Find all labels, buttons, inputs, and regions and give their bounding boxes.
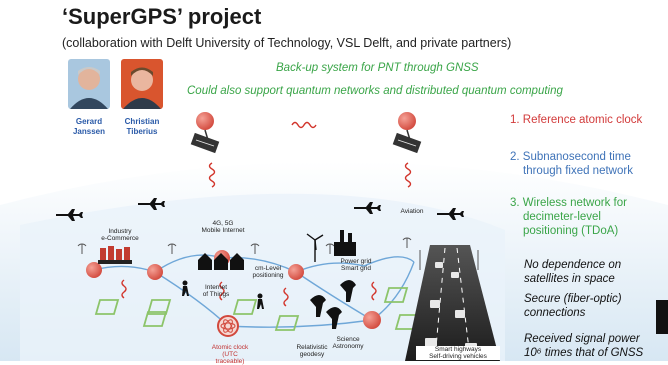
label-internet-of-things: Internet of Things xyxy=(196,284,236,298)
label-relativistic-geodesy: Relativistic geodesy xyxy=(290,344,334,358)
label-line: Industry xyxy=(108,228,132,235)
highway xyxy=(405,245,500,361)
person-name-first: Gerard xyxy=(75,117,103,126)
label-line: Smart grid xyxy=(341,265,371,272)
person-card-christian: Christian Tiberius xyxy=(121,59,163,137)
label-line: Atomic clock xyxy=(211,344,249,351)
person-name-last: Janssen xyxy=(72,127,106,136)
note-line: connections xyxy=(524,307,586,319)
feature-atomic-clock: 1. Reference atomic clock xyxy=(510,113,642,127)
label-line: of Things xyxy=(202,291,230,298)
note-line: Secure (fiber-optic) xyxy=(524,293,622,305)
tagline-quantum: Could also support quantum networks and … xyxy=(187,85,563,97)
person-card-gerard: Gerard Janssen xyxy=(68,59,110,137)
portrait-christian xyxy=(121,59,163,109)
note-signal-power: Received signal power 10⁶ times that of … xyxy=(524,332,643,360)
label-mobile-internet: 4G, 5G Mobile Internet xyxy=(196,220,250,234)
satellite-left xyxy=(190,112,220,154)
label-line: Internet xyxy=(204,284,228,291)
label-line: Relativistic xyxy=(296,344,328,351)
label-line: positioning xyxy=(252,272,284,279)
person-icons xyxy=(182,280,264,309)
label-line: Smart highways xyxy=(434,346,482,353)
person-name-last: Tiberius xyxy=(126,127,158,136)
portrait-gerard xyxy=(68,59,110,109)
label-line: Science xyxy=(336,336,360,343)
signal-waves xyxy=(121,121,412,307)
feature-line: through fixed network xyxy=(523,165,633,177)
label-line: Astronomy xyxy=(332,343,364,350)
label-line: 4G, 5G xyxy=(212,220,234,227)
label-aviation: Aviation xyxy=(400,208,424,215)
label-power-grid: Power grid Smart grid xyxy=(334,258,378,272)
tagline-backup: Back-up system for PNT through GNSS xyxy=(276,62,479,74)
satellite-right xyxy=(392,112,422,154)
feature-line: decimeter-level xyxy=(523,211,601,223)
plane-icons xyxy=(56,198,464,221)
page-subtitle: (collaboration with Delft University of … xyxy=(62,36,512,50)
feature-subnanosecond-time: 2. Subnanosecond time through fixed netw… xyxy=(510,150,633,178)
feature-line: positioning (TDoA) xyxy=(523,225,619,237)
atomic-clock-icon xyxy=(220,319,236,333)
dish-icons xyxy=(310,280,356,329)
person-name-first: Christian xyxy=(124,117,160,126)
house-icons xyxy=(198,253,244,270)
label-line: cm-Level xyxy=(254,265,282,272)
label-line: Power grid xyxy=(340,258,372,265)
label-line: Self-driving vehicles xyxy=(429,353,487,360)
label-line: e-Commerce xyxy=(101,235,139,242)
label-line: Mobile Internet xyxy=(201,227,245,234)
power-plant-icon xyxy=(334,230,356,256)
note-line: Received signal power xyxy=(524,333,640,345)
antenna-icons xyxy=(77,237,412,254)
label-industry: Industry e-Commerce xyxy=(98,228,142,242)
label-smart-highways: Smart highways Self-driving vehicles xyxy=(416,346,500,360)
note-secure-connections: Secure (fiber-optic) connections xyxy=(524,292,622,320)
feature-line: 1. Reference atomic clock xyxy=(510,114,643,126)
wind-turbine-icon xyxy=(306,233,324,262)
note-line: 10⁶ times that of GNSS xyxy=(524,347,644,359)
feature-line: 2. Subnanosecond time xyxy=(510,151,631,163)
edge-fragment xyxy=(656,300,668,334)
feature-line: 3. Wireless network for xyxy=(510,197,627,209)
label-line: geodesy xyxy=(299,351,325,358)
label-atomic-clock: Atomic clock (UTC traceable) xyxy=(208,344,252,365)
note-no-satellite-dependence: No dependence on satellites in space xyxy=(524,258,621,286)
label-cm-level: cm-Level positioning xyxy=(248,265,288,279)
ground-arc xyxy=(20,193,505,361)
note-line: satellites in space xyxy=(524,273,615,285)
label-science-astronomy: Science Astronomy xyxy=(326,336,370,350)
page-title: ‘SuperGPS’ project xyxy=(62,4,262,29)
feature-wireless-network: 3. Wireless network for decimeter-level … xyxy=(510,196,627,238)
label-line: (UTC traceable) xyxy=(215,351,245,365)
note-line: No dependence on xyxy=(524,259,622,271)
factory-icon xyxy=(100,246,130,262)
